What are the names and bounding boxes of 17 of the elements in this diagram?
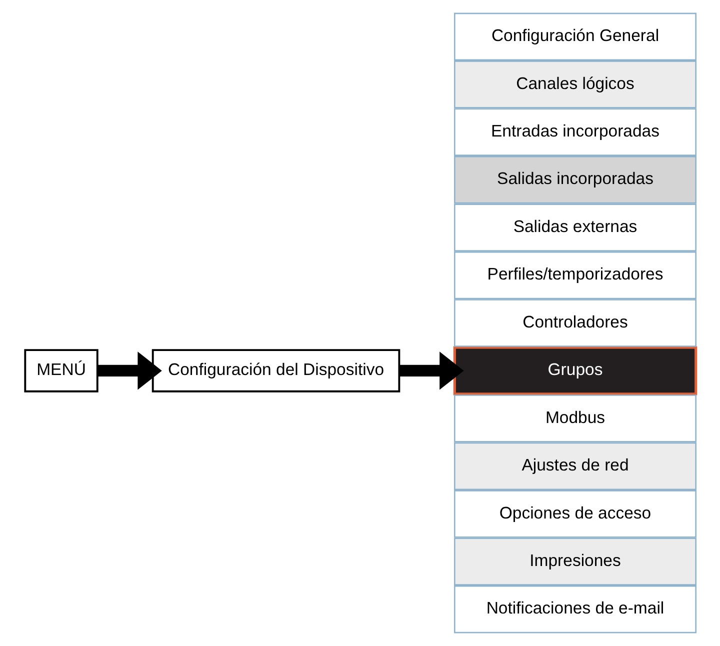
node-box: Ajustes de red: [454, 442, 696, 490]
node-box: Salidas externas: [454, 204, 696, 252]
node-box: Perfiles/temporizadores: [454, 251, 696, 300]
node-box: Opciones de acceso: [454, 490, 696, 538]
node-box: Salidas incorporadas: [454, 156, 696, 204]
node-box: Modbus: [454, 394, 696, 442]
arrow: [398, 352, 464, 390]
node-box: Configuración del Dispositivo: [151, 349, 400, 392]
node-box: Notificaciones de e-mail: [454, 585, 696, 634]
node-box: Controladores: [454, 299, 696, 347]
node-box: Canales lógicos: [454, 60, 696, 108]
node-box: MENÚ: [24, 349, 98, 392]
arrow: [97, 352, 162, 390]
node-box: Entradas incorporadas: [454, 108, 696, 156]
node-box: Grupos: [452, 346, 697, 396]
node-box: Impresiones: [454, 538, 696, 586]
node-box: Configuración General: [454, 12, 696, 61]
